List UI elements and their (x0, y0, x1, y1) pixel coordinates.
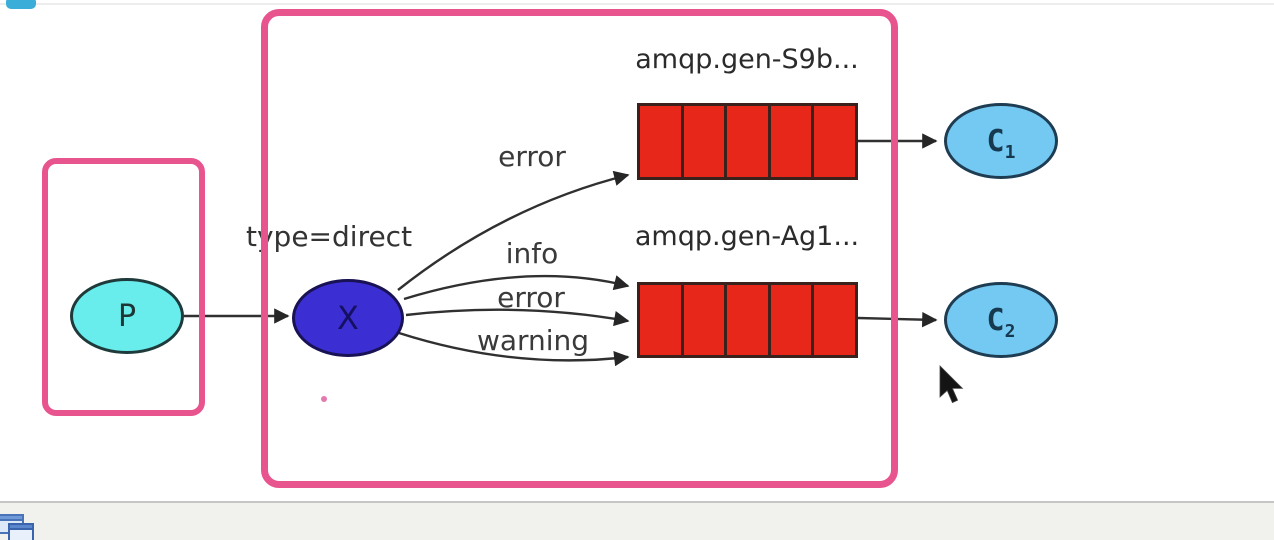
arrow-error-to-queue2 (405, 308, 630, 327)
queue1-slot (680, 106, 725, 177)
cropped-ui-fragment (6, 0, 36, 9)
queue2-slot (724, 285, 768, 355)
app-windows-icon[interactable] (0, 512, 38, 540)
consumer1-node: C1 (944, 103, 1058, 179)
queue1-name-label: amqp.gen-S9b... (635, 44, 859, 75)
producer-node: P (70, 278, 184, 354)
arrow-info-to-queue2 (403, 274, 630, 301)
queue1-slot (724, 106, 768, 177)
queue1-slot (767, 106, 812, 177)
consumer2-label: C2 (986, 302, 1016, 342)
queue2-node (637, 282, 858, 358)
queue1-node (637, 103, 858, 180)
annotation-dot (321, 396, 327, 402)
mouse-pointer-icon (939, 365, 964, 404)
arrow-error-to-queue1 (397, 170, 630, 291)
exchange-type-label: type=direct (246, 220, 413, 253)
routing-key-warning: warning (476, 324, 590, 357)
bottom-status-bar (0, 503, 1274, 540)
consumer2-node: C2 (944, 282, 1058, 358)
top-toolbar-edge (0, 3, 1274, 5)
queue1-slot (811, 106, 855, 177)
consumer1-label: C1 (986, 123, 1016, 163)
queue2-slot (767, 285, 812, 355)
producer-label: P (117, 298, 137, 334)
broker-highlight-frame (261, 9, 898, 488)
arrow-warning-to-queue2 (398, 331, 630, 367)
bottom-divider (0, 501, 1274, 503)
exchange-node: X (292, 279, 404, 357)
routing-key-info: info (505, 237, 559, 270)
queue2-slot (680, 285, 725, 355)
routing-key-error-queue2: error (497, 281, 565, 314)
exchange-label: X (337, 299, 359, 337)
routing-key-error-queue1: error (498, 140, 566, 173)
queue2-slot (811, 285, 855, 355)
queue2-name-label: amqp.gen-Ag1... (634, 221, 860, 252)
producer-highlight-frame (42, 158, 205, 416)
